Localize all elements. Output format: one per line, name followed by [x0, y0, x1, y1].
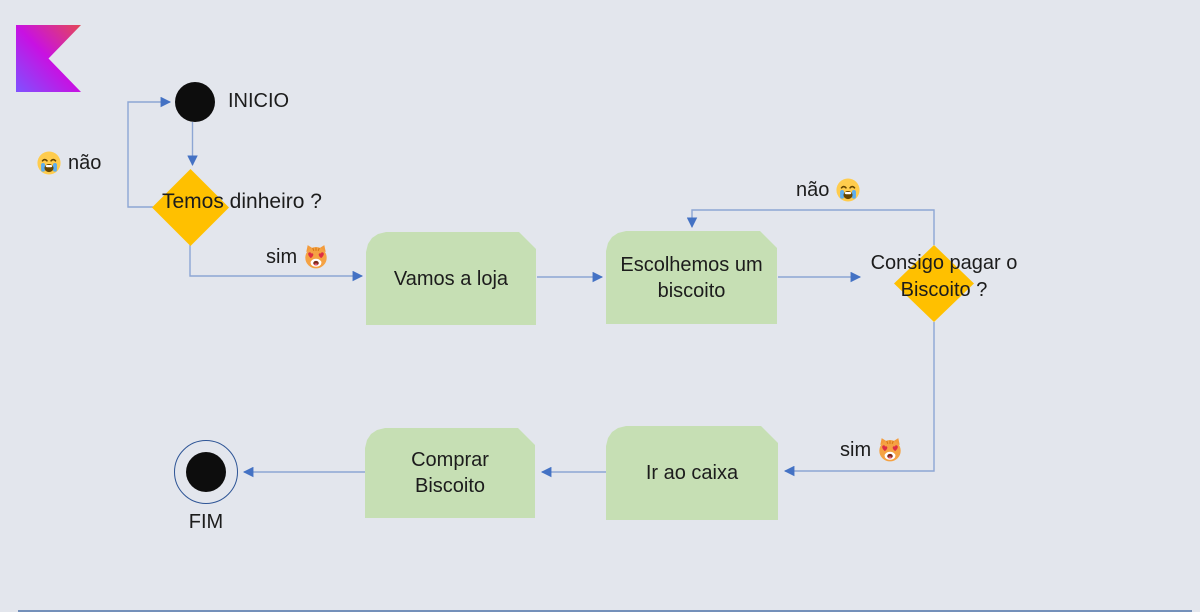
- process-vamos-a-loja: Vamos a loja: [366, 232, 536, 325]
- end-node-dot: [186, 452, 226, 492]
- process-ir-ao-caixa-label: Ir ao caixa: [645, 462, 739, 484]
- crying-face-emoji-icon: [836, 178, 860, 202]
- process-escolhemos-biscoito: Escolhemos um biscoito: [606, 231, 777, 324]
- start-node-circle: [175, 82, 215, 122]
- process-ir-ao-caixa: Ir ao caixa: [606, 426, 778, 520]
- process-escolhemos-biscoito-label: Escolhemos um biscoito: [620, 253, 763, 302]
- end-node-ring: [174, 440, 238, 504]
- edge-label-text: sim: [840, 438, 872, 461]
- start-node-label: INICIO: [228, 90, 290, 112]
- bottom-divider-line: [18, 610, 1192, 612]
- edge-label-sim-1: sim: [266, 244, 329, 270]
- heart-eyes-cat-emoji-icon: [879, 438, 901, 462]
- edge-label-text: não: [68, 151, 102, 174]
- edge-label-text: não: [796, 178, 830, 201]
- end-node-label: FIM: [188, 511, 224, 533]
- edge-label-sim-2: sim: [840, 437, 903, 463]
- process-vamos-a-loja-label: Vamos a loja: [393, 267, 509, 290]
- heart-eyes-cat-emoji-icon: [305, 245, 327, 269]
- edge-label-text: sim: [266, 245, 298, 268]
- process-comprar-biscoito-label: Comprar Biscoito: [411, 449, 489, 497]
- decision-temos-dinheiro-label: Temos dinheiro ?: [162, 190, 322, 213]
- decision-consigo-pagar-label: Consigo pagar o Biscoito ?: [870, 252, 1018, 301]
- crying-face-emoji-icon: [37, 151, 61, 175]
- kotlin-logo: [16, 25, 81, 92]
- process-comprar-biscoito: Comprar Biscoito: [365, 428, 535, 518]
- edge-label-nao-right: não: [796, 177, 861, 203]
- edge-label-nao-left: não: [36, 150, 101, 176]
